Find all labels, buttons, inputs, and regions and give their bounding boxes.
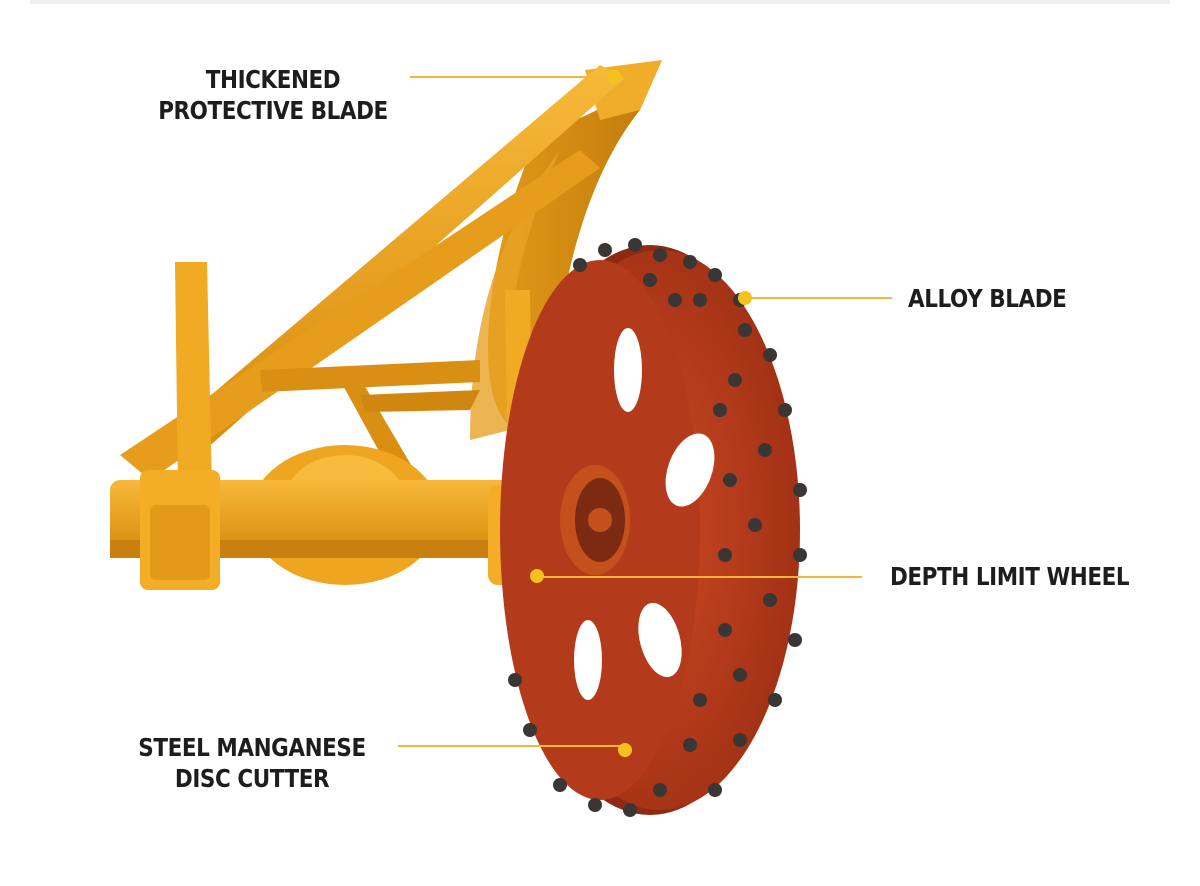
leader-dots [530, 70, 752, 757]
leader-dot-thickened-protective-blade [607, 70, 621, 84]
callout-depth-limit-wheel: DEPTH LIMIT WHEEL [890, 561, 1130, 592]
callout-line: THICKENED [205, 65, 341, 94]
callout-line: DEPTH LIMIT WHEEL [890, 562, 1130, 591]
disc-cutter-shape [500, 245, 800, 815]
frame-arm [120, 65, 625, 495]
callout-line: STEEL MANGANESE [138, 733, 366, 762]
top-divider [30, 0, 1170, 4]
leader-dot-depth-limit-wheel [530, 569, 544, 583]
callout-thickened-protective-blade: THICKENED PROTECTIVE BLADE [154, 64, 391, 126]
callout-alloy-blade: ALLOY BLADE [908, 283, 1067, 314]
leader-lines [398, 76, 892, 747]
leader-dot-steel-manganese-disc-cutter [618, 743, 632, 757]
leader-dot-alloy-blade [738, 291, 752, 305]
callout-line: ALLOY BLADE [908, 284, 1067, 313]
callout-line: DISC CUTTER [174, 764, 330, 793]
callout-line: PROTECTIVE BLADE [158, 96, 388, 125]
callout-steel-manganese-disc-cutter: STEEL MANGANESE DISC CUTTER [133, 732, 370, 794]
alloy-teeth [508, 238, 807, 817]
